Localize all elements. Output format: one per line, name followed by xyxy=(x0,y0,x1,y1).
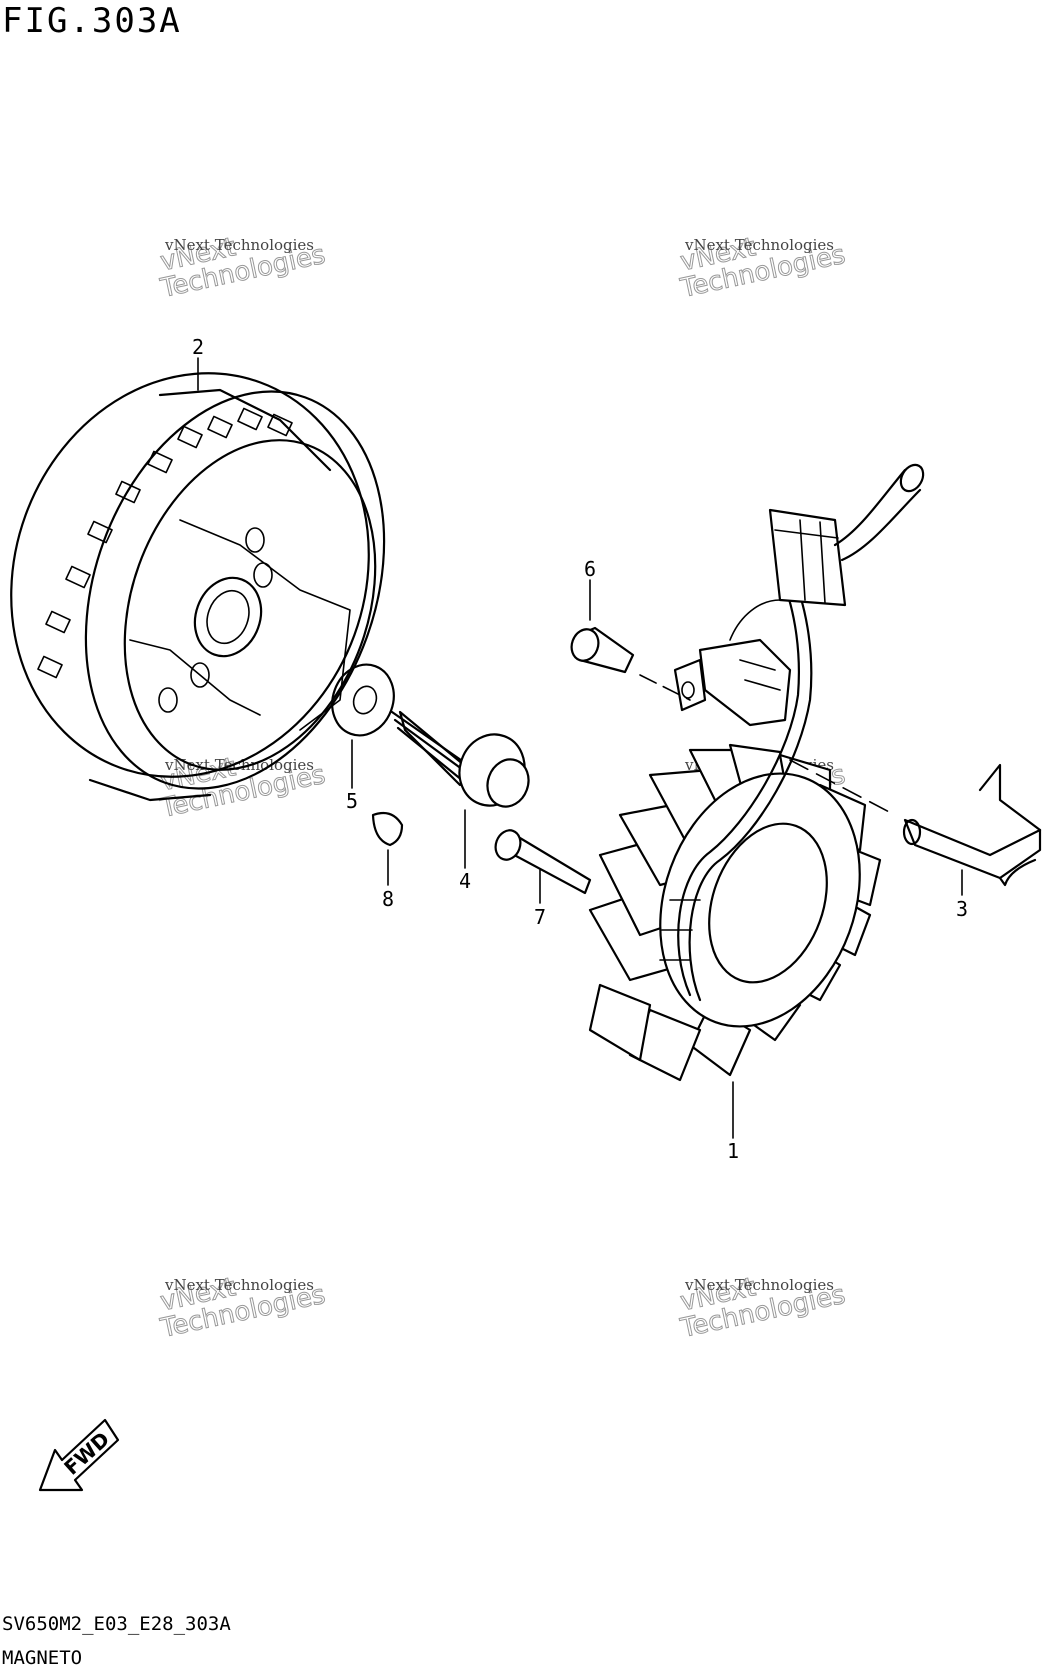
callout-7: 7 xyxy=(534,905,546,929)
callout-5: 5 xyxy=(346,789,358,813)
callout-3: 3 xyxy=(956,897,968,921)
stator-assembly xyxy=(588,463,925,1082)
fwd-arrow-icon: FWD xyxy=(38,1418,120,1492)
stator-bolt xyxy=(494,829,592,895)
watermark-top-left: vNext Technologies vNext Technologies xyxy=(157,232,329,305)
woodruff-key xyxy=(371,811,404,847)
wire-clamp-bracket xyxy=(902,763,1042,887)
figure-code: SV650M2_E03_E28_303A xyxy=(2,1613,231,1635)
watermark-mid-left: vNext Technologies vNext Technologies xyxy=(157,752,329,825)
callout-4: 4 xyxy=(459,869,471,893)
watermark-text: vNext Technologies xyxy=(684,236,834,254)
rotor-bolt xyxy=(390,710,530,808)
figure-caption: MAGNETO xyxy=(2,1647,82,1669)
figure-title: FIG.303A xyxy=(2,1,182,41)
watermark-text: vNext Technologies xyxy=(164,756,314,774)
watermark-text: vNext Technologies xyxy=(164,236,314,254)
callout-6: 6 xyxy=(584,557,596,581)
pickup-bolt xyxy=(570,626,635,674)
watermark-bottom-right: vNext Technologies vNext Technologies xyxy=(677,1272,849,1345)
washer xyxy=(331,663,395,737)
callout-8: 8 xyxy=(382,887,394,911)
rotor-slots xyxy=(37,407,293,679)
watermark-text: vNext Technologies xyxy=(164,1276,314,1294)
callout-1: 1 xyxy=(727,1139,739,1163)
watermark-text: vNext Technologies xyxy=(684,1276,834,1294)
callout-2: 2 xyxy=(192,335,204,359)
watermark-bottom-left: vNext Technologies vNext Technologies xyxy=(157,1272,329,1345)
rotor-flywheel xyxy=(10,372,386,802)
watermark-top-right: vNext Technologies vNext Technologies xyxy=(677,232,849,305)
leader-lines xyxy=(197,357,963,1139)
